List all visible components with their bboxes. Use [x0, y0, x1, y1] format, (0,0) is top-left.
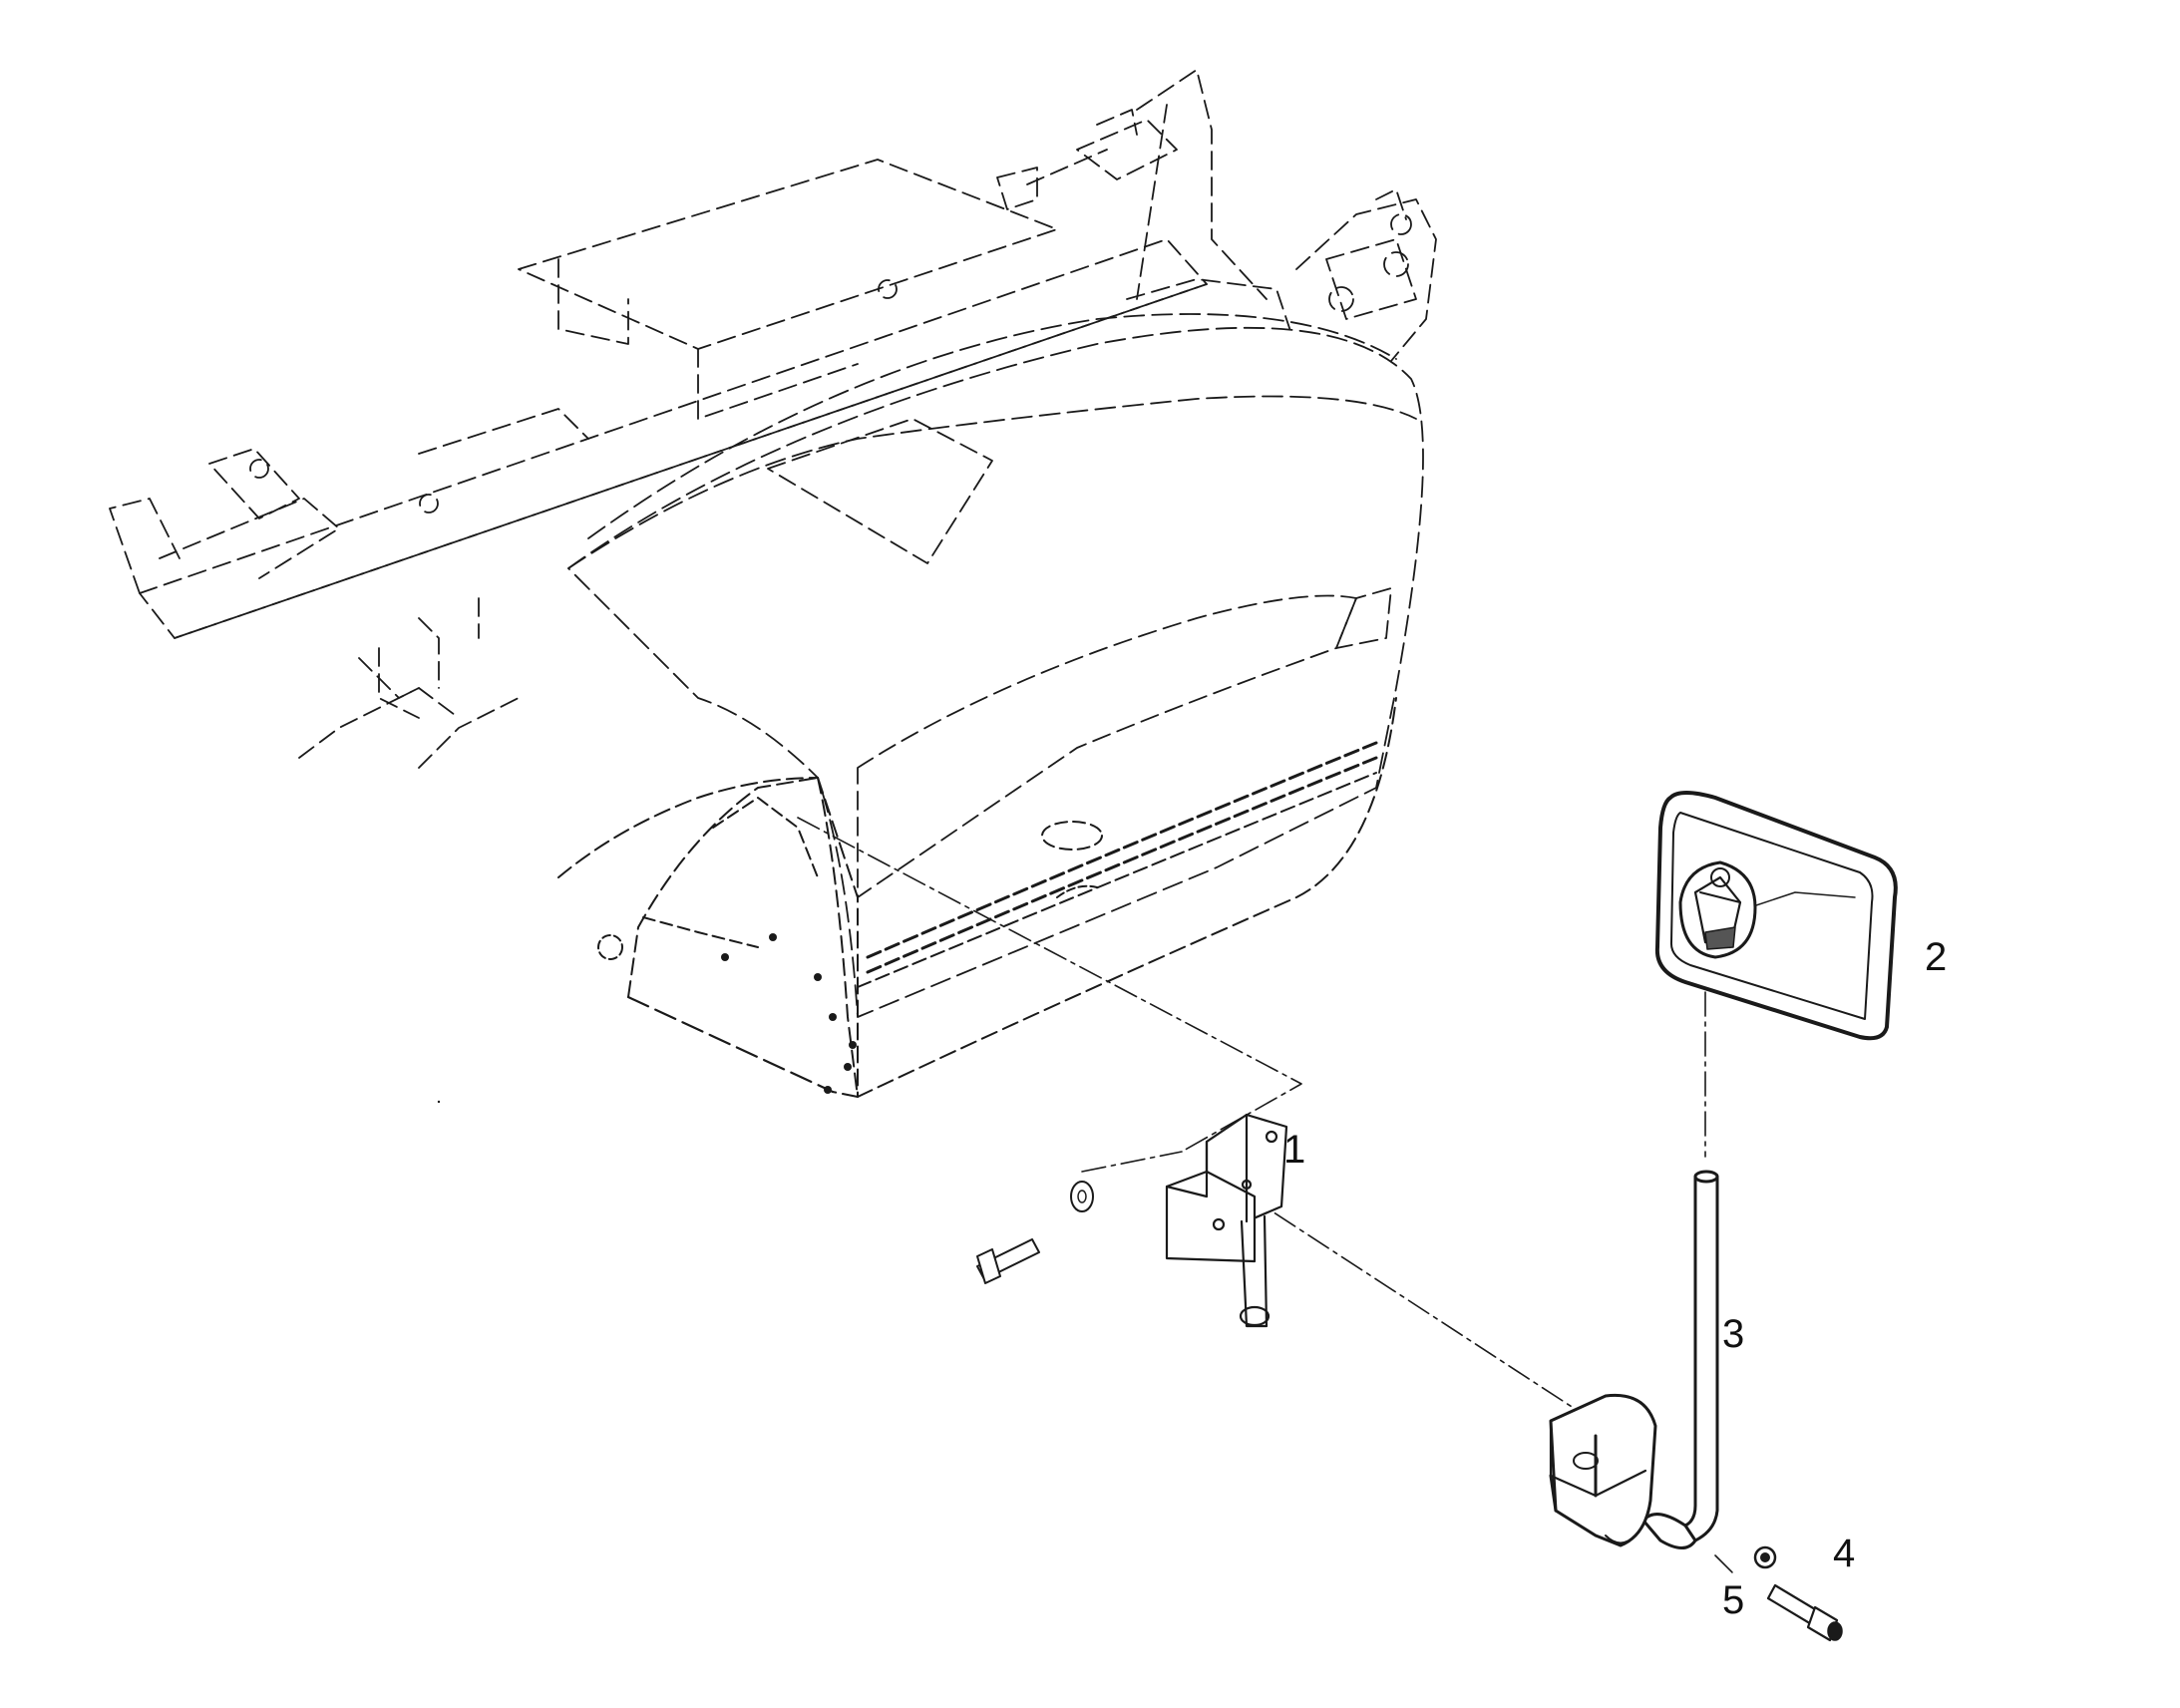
bracket-washer: [1070, 1181, 1094, 1212]
arm-washer: [1753, 1545, 1777, 1569]
callout-4: 4: [1833, 1532, 1856, 1575]
cab-hood: [557, 313, 1424, 1098]
leader-lines: [797, 817, 1736, 1576]
callout-1: 1: [1283, 1128, 1306, 1172]
mirror-bracket: [1165, 1113, 1288, 1328]
mirror-arm: [1549, 1170, 1719, 1549]
cab-frame-phantom: [109, 69, 1437, 769]
arm-screw: [1766, 1583, 1843, 1642]
bracket-bolt: [976, 1238, 1040, 1284]
stray-dot: [437, 1100, 441, 1104]
callout-2: 2: [1925, 935, 1948, 979]
callout-5: 5: [1722, 1578, 1745, 1622]
mirror-head: [1654, 791, 1898, 1041]
callout-3: 3: [1722, 1312, 1745, 1356]
